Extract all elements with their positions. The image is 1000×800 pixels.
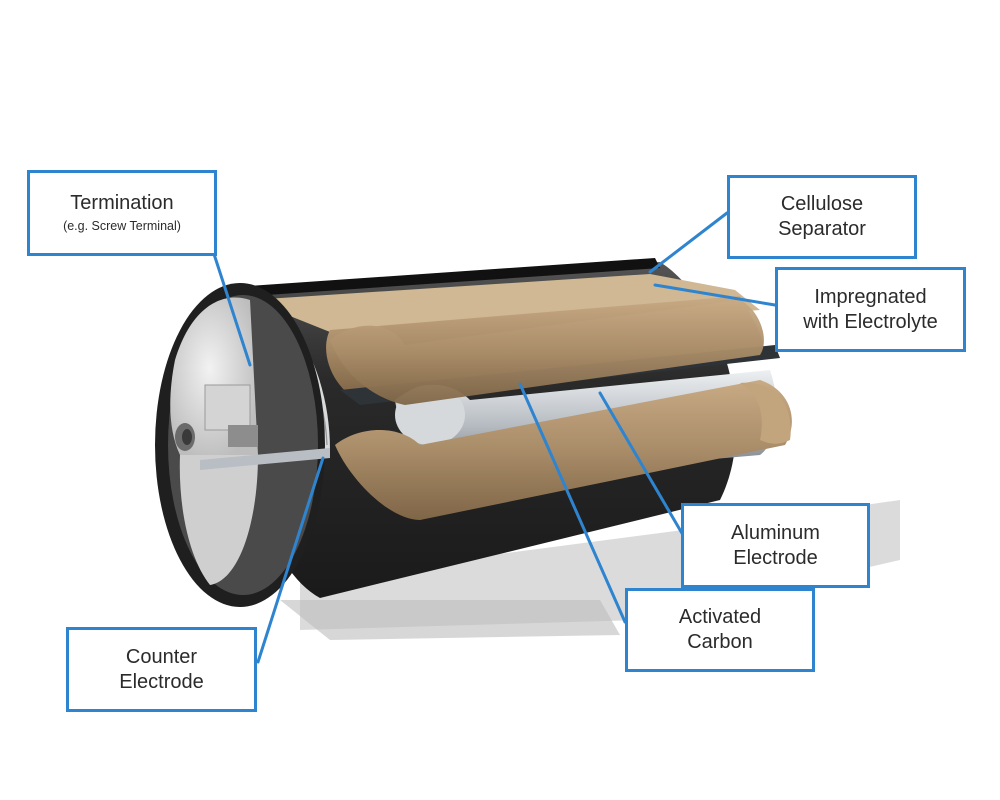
callout-cellulose-separator-line1: Cellulose xyxy=(780,193,864,215)
leader-counter-electrode xyxy=(256,456,325,664)
callout-activated-carbon: Activated Carbon xyxy=(625,588,815,672)
callout-counter-electrode: Counter Electrode xyxy=(66,627,257,712)
leader-impregnated xyxy=(653,283,777,307)
callout-impregnated-line2: with Electrolyte xyxy=(803,310,938,333)
callout-activated-carbon-line2: Carbon xyxy=(687,631,753,653)
carbon-layer-front xyxy=(330,300,792,520)
callout-aluminum-electrode: Aluminum Electrode xyxy=(681,503,870,588)
leader-activated-carbon xyxy=(518,382,627,624)
leader-lines xyxy=(212,211,777,664)
leader-cellulose-separator xyxy=(648,211,729,274)
end-cap xyxy=(155,283,330,607)
callout-cellulose-separator: Cellulose Separator xyxy=(727,175,917,259)
callout-termination-label: Termination xyxy=(70,192,174,215)
callout-aluminum-electrode-line2: Electrode xyxy=(733,546,818,569)
callout-counter-electrode-line1: Counter xyxy=(125,645,198,668)
leader-termination xyxy=(212,252,252,367)
callout-counter-electrode-line2: Electrode xyxy=(119,670,204,693)
callout-cellulose-separator-line2: Separator xyxy=(778,218,866,240)
callout-activated-carbon-line1: Activated xyxy=(678,606,762,628)
leader-aluminum-electrode xyxy=(598,391,685,537)
callout-aluminum-electrode-line1: Aluminum xyxy=(731,521,820,544)
callout-impregnated: Impregnated with Electrolyte xyxy=(775,267,966,352)
callout-termination: Termination (e.g. Screw Terminal) xyxy=(27,170,217,256)
callout-impregnated-line1: Impregnated xyxy=(814,285,927,308)
callout-termination-sublabel: (e.g. Screw Terminal) xyxy=(63,219,181,234)
